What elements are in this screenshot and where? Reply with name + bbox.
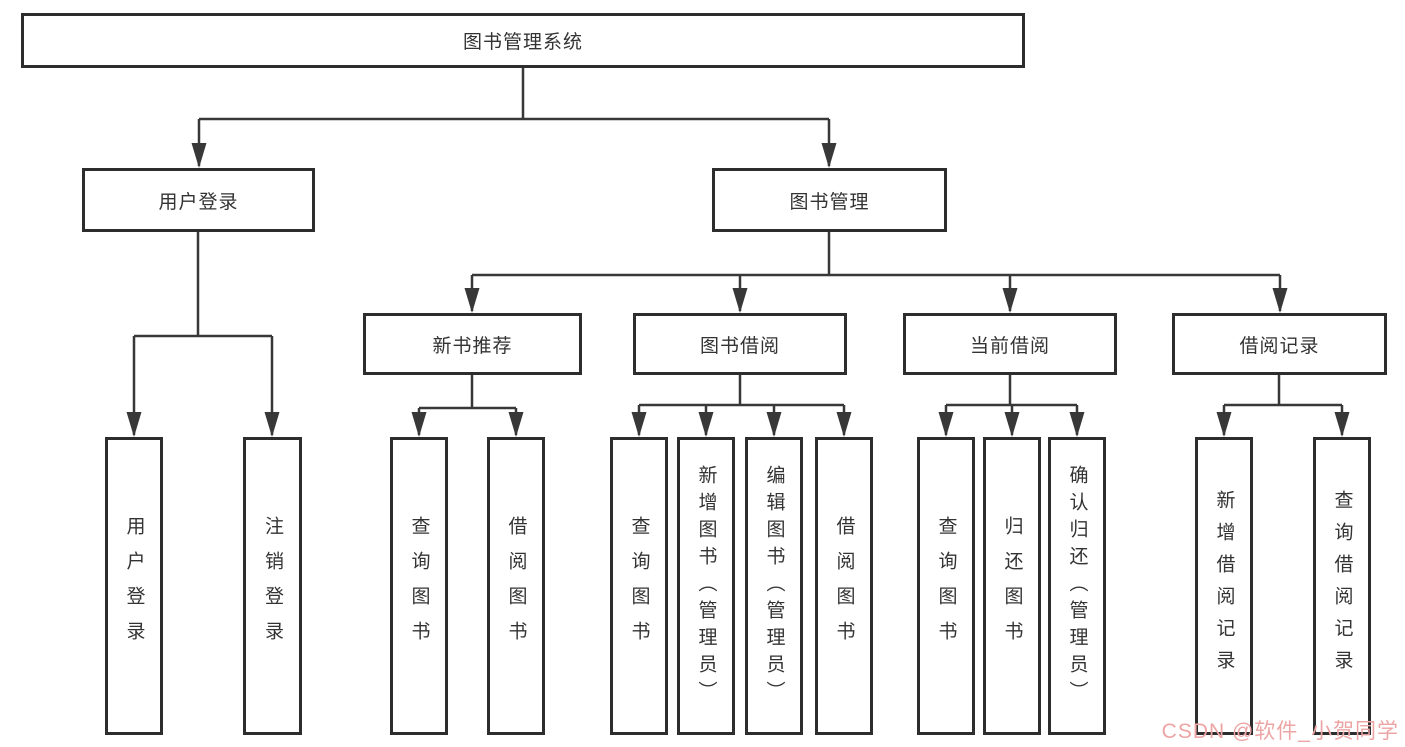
node-book-management: 图书管理: [712, 168, 947, 232]
leaf-query-books-current: 查询图书: [917, 437, 975, 735]
node-label: 新增借阅记录: [1213, 490, 1235, 682]
node-label: 注销登录: [262, 516, 283, 656]
node-label: 借阅记录: [1239, 335, 1320, 357]
leaf-return-books: 归还图书: [983, 437, 1041, 735]
node-label: 编辑图书（管理员）: [763, 464, 785, 708]
node-label: 归还图书: [1001, 516, 1023, 656]
node-label: 图书管理: [789, 191, 870, 213]
leaf-query-books-borrowing: 查询图书: [610, 437, 668, 735]
leaf-query-borrow-record: 查询借阅记录: [1313, 437, 1371, 735]
node-borrow-records: 借阅记录: [1172, 313, 1387, 375]
node-label: 新增图书（管理员）: [695, 464, 717, 708]
node-user-login: 用户登录: [82, 168, 315, 232]
node-book-borrowing: 图书借阅: [633, 313, 847, 375]
leaf-confirm-return-admin: 确认归还（管理员）: [1048, 437, 1106, 735]
node-new-book-recommend: 新书推荐: [363, 313, 582, 375]
node-root-system: 图书管理系统: [21, 13, 1025, 68]
leaf-borrow-books: 借阅图书: [815, 437, 873, 735]
node-label: 当前借阅: [969, 335, 1050, 357]
node-label: 用户登录: [123, 516, 145, 656]
node-label: 借阅图书: [505, 516, 527, 656]
node-label: 查询图书: [408, 516, 430, 656]
node-label: 确认归还（管理员）: [1066, 464, 1088, 708]
leaf-user-login: 用户登录: [105, 437, 163, 735]
node-label: 查询图书: [628, 516, 650, 656]
node-label: 新书推荐: [432, 335, 513, 357]
node-label: 查询借阅记录: [1331, 490, 1353, 682]
leaf-borrow-books-recommend: 借阅图书: [487, 437, 545, 735]
node-label: 借阅图书: [833, 516, 855, 656]
node-label: 查询图书: [935, 516, 957, 656]
node-current-borrowing: 当前借阅: [903, 313, 1117, 375]
csdn-watermark: CSDN @软件_小贺同学: [1161, 720, 1399, 743]
leaf-add-borrow-record: 新增借阅记录: [1195, 437, 1253, 735]
arrowhead-icons: [126, 143, 1350, 437]
node-label: 图书管理系统: [462, 32, 583, 53]
node-label: 用户登录: [158, 191, 239, 213]
leaf-query-books-recommend: 查询图书: [390, 437, 448, 735]
leaf-edit-books-admin: 编辑图书（管理员）: [745, 437, 803, 735]
leaf-add-books-admin: 新增图书（管理员）: [677, 437, 735, 735]
node-label: 图书借阅: [699, 335, 780, 357]
leaf-logout: 注销登录: [243, 437, 302, 735]
